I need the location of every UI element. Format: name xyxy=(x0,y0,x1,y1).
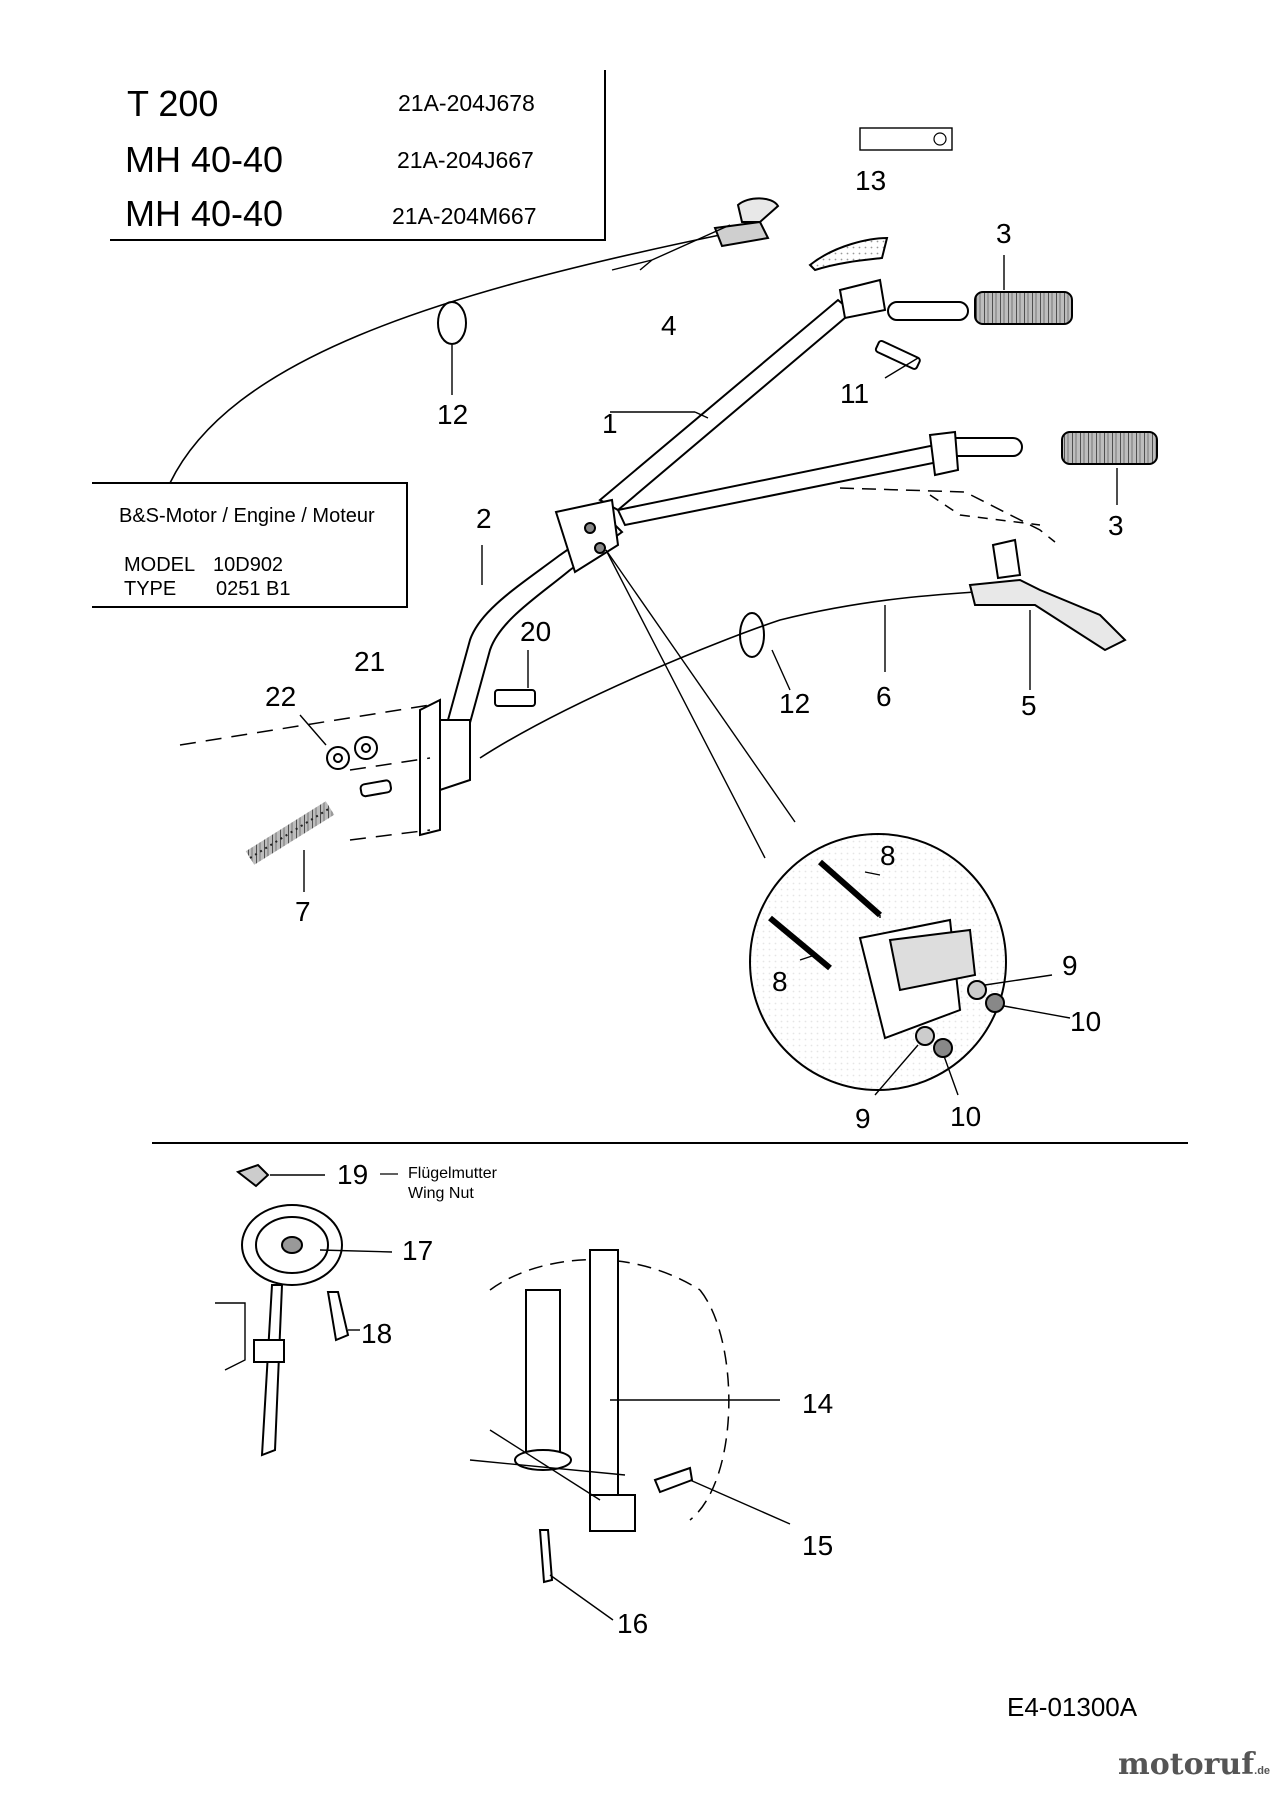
callout-1: 1 xyxy=(602,408,618,439)
clutch-lever xyxy=(968,538,1127,652)
control-decal xyxy=(859,127,953,151)
callout-15: 15 xyxy=(802,1530,834,1561)
bolt-11 xyxy=(874,339,921,370)
callout-22: 22 xyxy=(265,681,297,712)
clamp-plate xyxy=(554,498,620,574)
engine-type-value: 0251 B1 xyxy=(216,578,291,600)
washer-22 xyxy=(354,736,378,760)
grip-lower xyxy=(1061,431,1158,465)
wing-nut-label-en: Wing Nut xyxy=(408,1185,474,1202)
bolt-8-lower xyxy=(768,915,832,971)
throttle-lever xyxy=(713,197,780,248)
site-logo-text: motoruf xyxy=(1118,1747,1255,1782)
grip-upper xyxy=(974,291,1073,325)
callout-8-upper: 8 xyxy=(880,840,896,871)
engine-box-border xyxy=(92,482,408,608)
callout-4: 4 xyxy=(661,310,677,341)
engine-title: B&S-Motor / Engine / Moteur xyxy=(119,505,375,527)
callout-10-upper: 10 xyxy=(1070,1006,1102,1037)
clip-16 xyxy=(538,1529,554,1584)
part-number-2: 21A-204J667 xyxy=(397,147,534,173)
model-name-2: MH 40-40 xyxy=(125,139,284,180)
model-name-3: MH 40-40 xyxy=(125,193,284,234)
engine-type-label: TYPE xyxy=(124,578,177,600)
bolt-20 xyxy=(494,689,536,707)
screw-18 xyxy=(326,1291,350,1342)
handlebar-upper xyxy=(598,278,1023,527)
callout-3-lower: 3 xyxy=(1108,510,1124,541)
washer-9 xyxy=(967,980,987,1000)
pin-15 xyxy=(653,1466,694,1494)
callout-21: 21 xyxy=(354,646,386,677)
nut-22 xyxy=(326,746,350,770)
callout-7: 7 xyxy=(295,896,311,927)
part-number-1: 21A-204J678 xyxy=(398,90,535,116)
decal-13 xyxy=(808,236,889,272)
callout-9-lower: 9 xyxy=(855,1103,871,1134)
callout-13: 13 xyxy=(855,165,887,196)
callout-16: 16 xyxy=(617,1608,649,1639)
engine-model-value: 10D902 xyxy=(213,554,284,576)
engine-model-label: MODEL xyxy=(124,554,196,576)
callout-14: 14 xyxy=(802,1388,834,1419)
cable-clip-upper xyxy=(437,301,467,345)
site-logo-suffix: .de xyxy=(1254,1765,1271,1777)
callout-6: 6 xyxy=(876,681,892,712)
cable-clip-lower xyxy=(739,612,765,658)
callout-2: 2 xyxy=(476,503,492,534)
clutch-cable xyxy=(479,591,976,759)
callout-20: 20 xyxy=(520,616,552,647)
throttle-cable xyxy=(169,234,721,484)
callout-5: 5 xyxy=(1021,690,1037,721)
nut-10 xyxy=(985,993,1005,1013)
callout-3-upper: 3 xyxy=(996,218,1012,249)
site-logo[interactable]: motoruf.de xyxy=(1118,1750,1270,1780)
callout-18: 18 xyxy=(361,1318,393,1349)
callout-9-upper: 9 xyxy=(1062,950,1078,981)
model-name-1: T 200 xyxy=(127,83,219,124)
tube-14 xyxy=(525,1289,561,1461)
bracket-21 xyxy=(419,698,441,837)
part-number-3: 21A-204M667 xyxy=(392,203,537,229)
callout-10-lower: 10 xyxy=(950,1101,982,1132)
callout-8-lower: 8 xyxy=(772,966,788,997)
wing-nut-label-de: Flügelmutter xyxy=(408,1165,497,1182)
callout-17: 17 xyxy=(402,1235,434,1266)
header-box-border xyxy=(110,70,606,241)
callout-12-upper: 12 xyxy=(437,399,469,430)
callout-11: 11 xyxy=(840,378,870,409)
diagram-number: E4-01300A xyxy=(1007,1692,1138,1722)
callout-12-lower: 12 xyxy=(779,688,811,719)
spring-7 xyxy=(245,801,335,865)
bolt-8-upper xyxy=(818,859,882,918)
wing-nut-19 xyxy=(235,1163,270,1188)
callout-19: 19 xyxy=(337,1159,369,1190)
stake-detail-arc xyxy=(489,1258,701,1291)
detail-plate xyxy=(858,918,977,1040)
